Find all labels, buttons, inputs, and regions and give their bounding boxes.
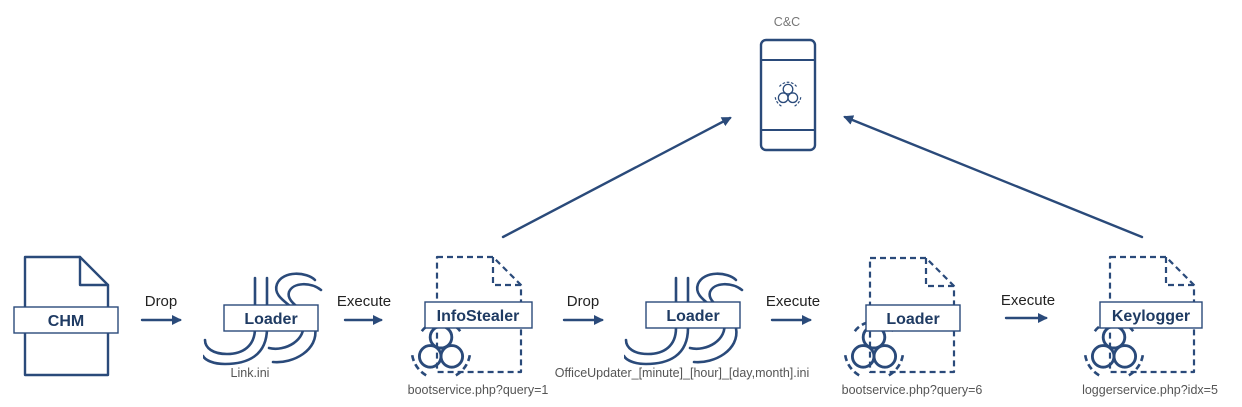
edge-execute-1: Execute [337, 293, 391, 325]
edge-label-drop-2: Drop [567, 293, 600, 310]
edge-label-drop-1: Drop [145, 293, 178, 310]
cc-server-node: C&C [759, 15, 817, 152]
edge-keylogger-to-cc [843, 115, 1144, 239]
biohazard-icon [1083, 320, 1145, 379]
loader-node-1: Loader Link.ini [203, 272, 323, 380]
node-label-chm: CHM [48, 313, 84, 330]
node-caption-infostealer: bootservice.php?query=1 [408, 383, 549, 397]
node-caption-loader-1: Link.ini [231, 366, 270, 380]
edge-drop-2: Drop [562, 293, 604, 325]
node-caption-loader-3: bootservice.php?query=6 [842, 383, 983, 397]
malware-document-icon [1108, 255, 1196, 374]
chm-node: CHM [13, 255, 119, 377]
node-label-loader-3: Loader [886, 311, 939, 328]
edge-execute-3: Execute [1001, 292, 1055, 323]
node-label-loader-2: Loader [666, 308, 719, 325]
cc-label: C&C [774, 15, 800, 29]
loader-node-3: Loader bootservice.php?query=6 [842, 256, 983, 397]
edge-label-execute-1: Execute [337, 293, 391, 310]
loader-node-2: Loader OfficeUpdater_[minute]_[hour]_[da… [555, 272, 810, 380]
edge-drop-1: Drop [140, 293, 182, 325]
edge-label-execute-2: Execute [766, 293, 820, 310]
server-icon [759, 38, 817, 152]
edge-infostealer-to-cc [501, 116, 732, 239]
node-label-infostealer: InfoStealer [437, 308, 520, 325]
edge-label-execute-3: Execute [1001, 292, 1055, 309]
keylogger-node: Keylogger loggerservice.php?idx=5 [1082, 255, 1218, 397]
malware-document-icon [868, 256, 956, 374]
edge-execute-2: Execute [766, 293, 820, 325]
malware-document-icon [435, 255, 523, 374]
node-caption-loader-2: OfficeUpdater_[minute]_[hour]_[day,month… [555, 366, 810, 380]
node-caption-keylogger: loggerservice.php?idx=5 [1082, 383, 1218, 397]
node-label-keylogger: Keylogger [1112, 308, 1190, 325]
node-label-loader-1: Loader [244, 311, 297, 328]
infostealer-node: InfoStealer bootservice.php?query=1 [408, 255, 549, 397]
biohazard-icon [410, 320, 472, 379]
